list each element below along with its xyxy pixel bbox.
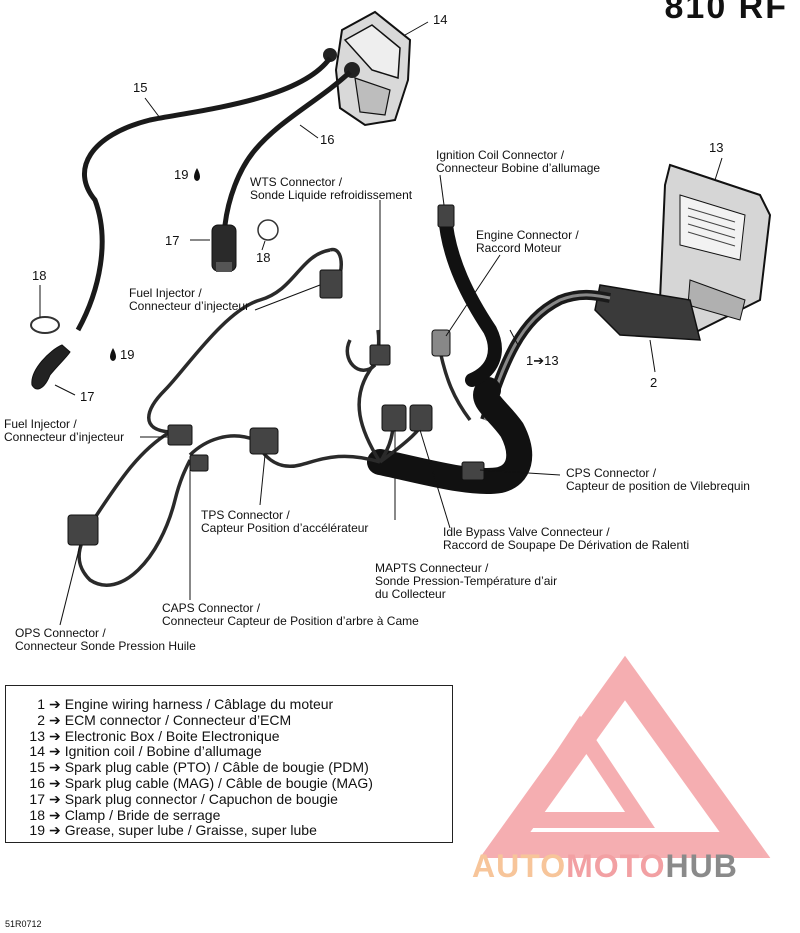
spark-plug-cable-mag xyxy=(222,70,352,226)
legend-row: 19➔Grease, super lube / Graisse, super l… xyxy=(29,822,317,839)
spark-plug-connector-upper xyxy=(211,224,237,272)
legend-row: 16➔Spark plug cable (MAG) / Câble de bou… xyxy=(29,774,373,791)
callout-19-upper: 19 xyxy=(174,167,189,182)
callout-1: 1 xyxy=(526,353,534,368)
spark-plug-cable-pto xyxy=(75,56,333,332)
callout-14: 14 xyxy=(433,12,448,27)
callout-17-upper: 17 xyxy=(165,233,180,248)
label-wts: WTS Connector /Sonde Liquide refroidisse… xyxy=(250,175,413,202)
clamp-upper xyxy=(257,219,279,241)
watermark-logo xyxy=(479,655,771,858)
label-ignition-coil: Ignition Coil Connector /Connecteur Bobi… xyxy=(436,148,601,175)
label-engine-connector: Engine Connector /Raccord Moteur xyxy=(476,228,579,255)
callout-18-upper: 18 xyxy=(256,250,271,265)
legend-row: 17➔Spark plug connector / Capuchon de bo… xyxy=(29,790,338,807)
label-ops: OPS Connector /Connecteur Sonde Pression… xyxy=(15,626,196,653)
watermark-text: AUTOMOTOHUB xyxy=(472,848,738,884)
legend-row: 14➔Ignition coil / Bobine d’allumage xyxy=(29,743,262,760)
callout-15: 15 xyxy=(133,80,148,95)
model-title: 810 RF xyxy=(664,0,788,26)
callout-16: 16 xyxy=(320,132,335,147)
label-caps: CAPS Connector /Connecteur Capteur de Po… xyxy=(162,601,419,628)
reference-code: 51R0712 xyxy=(5,919,42,929)
legend-row: 13➔Electronic Box / Boite Electronique xyxy=(29,727,280,744)
label-fuel-injector-upper: Fuel Injector /Connecteur d’injecteur xyxy=(129,286,250,313)
spark-plug-connector-lower xyxy=(31,344,71,390)
callout-17-lower: 17 xyxy=(80,389,95,404)
callout-2: 2 xyxy=(650,375,658,390)
ecm-box xyxy=(658,163,772,337)
harness-conduit xyxy=(367,377,533,494)
clamp-lower xyxy=(30,316,60,334)
label-idle-bypass: Idle Bypass Valve Connecteur /Raccord de… xyxy=(443,525,690,552)
callout-13-ref: 13 xyxy=(544,353,559,368)
callout-13: 13 xyxy=(709,140,724,155)
legend-row: 2➔ECM connector / Connecteur d’ECM xyxy=(37,711,292,728)
legend-row: 1➔Engine wiring harness / Câblage du mot… xyxy=(37,696,334,712)
label-fuel-injector-lower: Fuel Injector /Connecteur d’injecteur xyxy=(4,417,125,444)
ignition-coil xyxy=(323,10,412,127)
label-tps: TPS Connector /Capteur Position d’accélé… xyxy=(201,508,369,535)
callout-18-lower: 18 xyxy=(32,268,47,283)
legend-row: 18➔Clamp / Bride de serrage xyxy=(29,806,221,823)
label-cps: CPS Connector /Capteur de position de Vi… xyxy=(566,466,750,493)
legend-row: 15➔Spark plug cable (PTO) / Câble de bou… xyxy=(29,759,369,776)
label-mapts: MAPTS Connecteur /Sonde Pression-Tempéra… xyxy=(375,561,558,601)
callout-19-lower: 19 xyxy=(120,347,135,362)
parts-legend: 1➔Engine wiring harness / Câblage du mot… xyxy=(5,685,453,843)
arrow-glyph: ➔ xyxy=(533,353,545,368)
ecm-connector xyxy=(594,284,701,341)
callout-1-to-13: 1➔13 xyxy=(526,353,559,369)
